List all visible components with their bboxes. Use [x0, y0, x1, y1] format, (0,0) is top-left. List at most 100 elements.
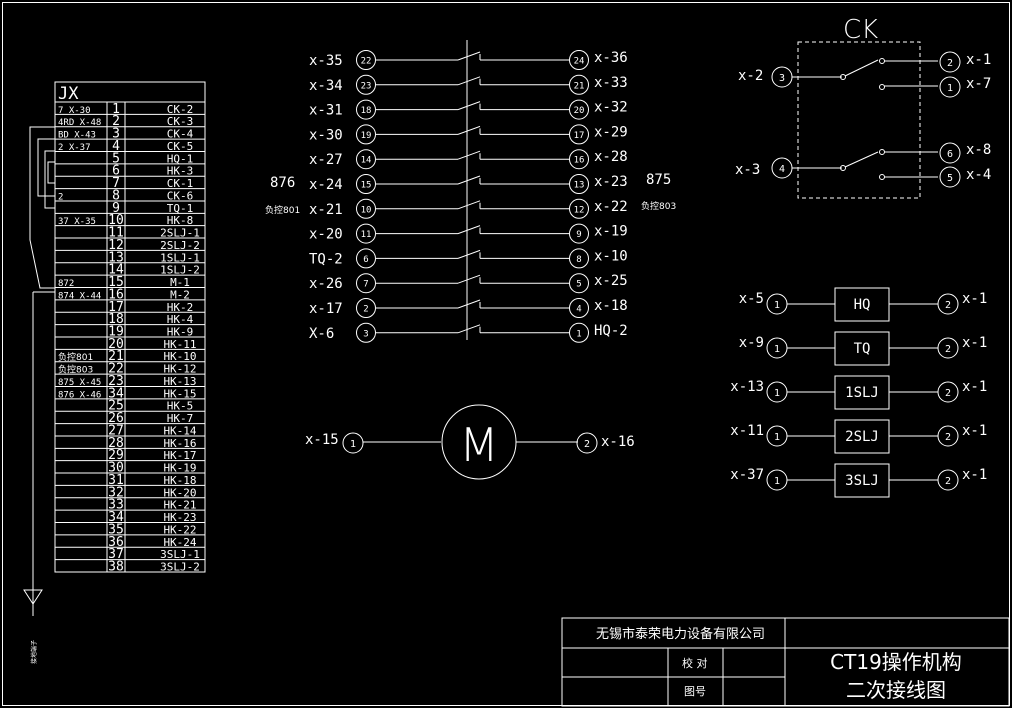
- aux-left-terminal: [356, 50, 376, 70]
- aux-right-number: 9: [576, 230, 581, 240]
- terminal-row-number: 16: [108, 287, 124, 302]
- terminal-row-number: 4: [112, 139, 120, 154]
- aux-left-label: x-21: [309, 202, 343, 218]
- aux-left-label: x-30: [309, 127, 343, 143]
- aux-right-label: x-32: [594, 100, 628, 116]
- aux-left-terminal: [356, 149, 376, 170]
- coil-in-label: x-5: [739, 291, 764, 307]
- terminal-row-right-label: HK-8: [167, 214, 194, 227]
- motor-terminal-left: [342, 432, 364, 454]
- terminal-row-number: 19: [108, 325, 124, 340]
- aux-contact-blade: [457, 101, 481, 111]
- label-fk803: 负控803: [641, 200, 676, 212]
- terminal-row-right-label: HK-16: [163, 437, 196, 450]
- terminal-row-right-label: HK-23: [163, 511, 196, 524]
- aux-right-terminal: [569, 124, 589, 145]
- terminal-row-right-label: HK-12: [163, 363, 196, 376]
- coil-name: 1SLJ: [845, 385, 879, 401]
- aux-contact-blade: [457, 225, 481, 235]
- terminal-row-right-label: HK-18: [163, 474, 196, 487]
- terminal-row-left-label: 37 X-35: [58, 217, 96, 227]
- aux-contact-blade: [457, 274, 481, 284]
- terminal-row-right-label: HK-14: [163, 424, 196, 437]
- terminal-row-left-label: 2: [58, 192, 63, 202]
- terminal-row-right-label: CK-1: [167, 177, 194, 190]
- terminal-row-right-label: HK-3: [167, 165, 194, 178]
- terminal-row-right-label: CK-6: [167, 189, 194, 202]
- aux-right-number: 13: [574, 181, 585, 191]
- terminal-block-title: JX: [58, 84, 79, 104]
- ck-title: CK: [843, 15, 878, 45]
- coil-out-label: x-1: [962, 291, 987, 307]
- terminal-row-left-label: 875 X-45: [58, 378, 101, 388]
- ck-out-num: 1: [947, 83, 953, 94]
- terminal-row-right-label: 2SLJ-2: [160, 239, 200, 252]
- terminal-row-right-label: HK-10: [163, 350, 196, 363]
- terminal-row-number: 8: [112, 188, 120, 203]
- aux-contact-blade: [457, 299, 481, 309]
- aux-left-label: x-35: [309, 53, 343, 69]
- terminal-row-number: 17: [108, 300, 124, 315]
- ck-out-label: x-1: [966, 52, 991, 68]
- terminal-row-number: 5: [112, 151, 120, 166]
- aux-right-terminal: [569, 149, 589, 170]
- aux-right-label: x-18: [594, 298, 628, 314]
- terminal-row-right-label: HK-5: [167, 400, 194, 413]
- terminal-row-right-label: HK-17: [163, 449, 196, 462]
- terminal-row-number: 9: [112, 201, 120, 216]
- terminal-row-number: 34: [108, 510, 124, 525]
- terminal-row-number: 3: [112, 127, 120, 142]
- terminal-row-right-label: 1SLJ-1: [160, 251, 200, 264]
- terminal-row-left-label: 负控801: [58, 351, 93, 363]
- coil-in-number: 1: [774, 300, 780, 311]
- aux-left-label: X-6: [309, 326, 334, 342]
- coil-out-number: 2: [945, 476, 951, 487]
- aux-right-label: x-10: [594, 248, 628, 264]
- aux-right-number: 21: [574, 81, 585, 91]
- coil-out-label: x-1: [962, 379, 987, 395]
- aux-left-label: x-27: [309, 152, 343, 168]
- terminal-row-number: 28: [108, 436, 124, 451]
- coil-out-label: x-1: [962, 423, 987, 439]
- aux-right-terminal: [569, 298, 589, 318]
- aux-left-terminal: [356, 223, 376, 244]
- aux-right-terminal: [569, 99, 589, 120]
- aux-left-label: x-20: [309, 227, 343, 243]
- terminal-row-left-label: 876 X-46: [58, 390, 101, 400]
- terminal-row-right-label: CK-2: [167, 103, 194, 116]
- aux-left-terminal: [356, 322, 376, 343]
- terminal-row-number: 11: [108, 226, 124, 241]
- aux-right-label: HQ-2: [594, 323, 628, 339]
- terminal-row-left-label: 4RD X-48: [58, 118, 101, 128]
- aux-left-terminal: [356, 74, 376, 95]
- terminal-row-right-label: 1SLJ-2: [160, 264, 200, 277]
- terminal-row-number: 31: [108, 473, 124, 488]
- aux-left-terminal: [356, 174, 376, 194]
- coil-name: 2SLJ: [845, 429, 879, 445]
- aux-left-number: 19: [361, 131, 372, 141]
- aux-left-number: 18: [361, 106, 372, 116]
- terminal-row-right-label: TQ-1: [167, 202, 194, 215]
- aux-right-label: x-23: [594, 174, 628, 190]
- coil-name: 3SLJ: [845, 473, 879, 489]
- terminal-row-right-label: HK-11: [163, 338, 196, 351]
- coil-in-label: x-13: [730, 379, 764, 395]
- coil-in-number: 1: [774, 476, 780, 487]
- terminal-row-number: 35: [108, 522, 124, 537]
- aux-right-terminal: [569, 223, 589, 244]
- terminal-row-number: 13: [108, 250, 124, 265]
- aux-right-number: 4: [576, 305, 581, 315]
- aux-right-label: x-19: [594, 224, 628, 240]
- aux-left-number: 22: [361, 57, 372, 67]
- aux-left-number: 3: [363, 329, 368, 339]
- terminal-jumpers: [29, 126, 55, 590]
- coil-in-number: 1: [774, 344, 780, 355]
- aux-right-terminal: [569, 74, 589, 95]
- ck-in1-num: 3: [779, 73, 785, 84]
- label-876: 876: [270, 175, 295, 191]
- terminal-row-right-label: HK-21: [163, 499, 196, 512]
- terminal-row-number: 12: [108, 238, 124, 253]
- ck-out-num: 2: [947, 58, 953, 69]
- ck-box: [797, 41, 921, 199]
